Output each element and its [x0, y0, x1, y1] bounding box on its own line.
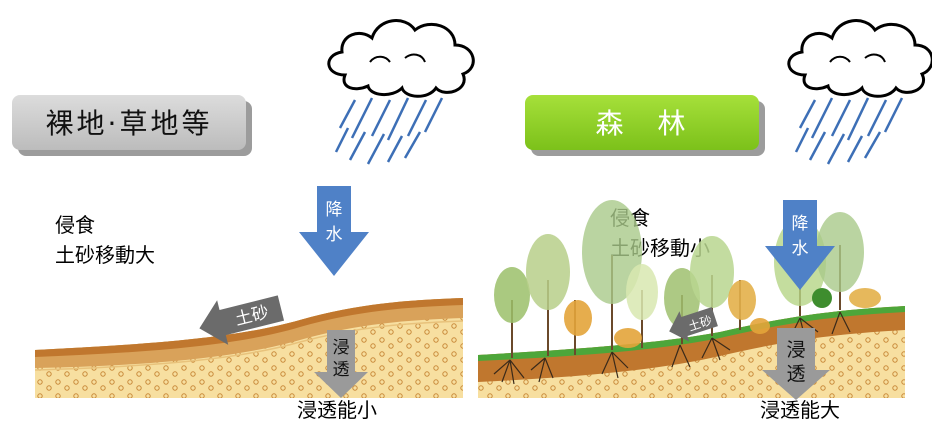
right-panel: 森 林 侵食 土砂移動小	[478, 19, 932, 421]
infiltration-capacity-large-label: 浸透能大	[760, 398, 840, 421]
infiltration-arrow-label-2: 透	[333, 360, 350, 380]
infiltration-arrow-label-1: 浸	[333, 338, 350, 358]
infiltration-arrow-label-2: 透	[786, 363, 805, 385]
precipitation-arrow: 降 水	[299, 186, 369, 276]
precipitation-arrow-label-1: 降	[792, 214, 809, 234]
forest-badge: 森 林	[525, 95, 765, 156]
left-panel: 裸地·草地等 侵食 土砂移動大	[12, 19, 475, 421]
infiltration-arrow: 浸 透	[762, 328, 830, 400]
precipitation-arrow-label-2: 水	[792, 239, 809, 259]
infiltration-capacity-small-label: 浸透能小	[297, 398, 377, 421]
bare-ground-title: 裸地·草地等	[46, 107, 213, 140]
precipitation-arrow: 降 水	[765, 200, 835, 290]
infiltration-arrow-label-1: 浸	[786, 339, 805, 361]
bare-ground-badge: 裸地·草地等	[12, 95, 252, 156]
rain-cloud-icon	[327, 19, 475, 165]
erosion-label: 侵食	[55, 213, 95, 237]
sediment-movement-large-label: 土砂移動大	[55, 243, 155, 267]
sediment-flow-arrow: 土砂	[669, 307, 718, 342]
rain-cloud-icon	[787, 19, 932, 165]
precipitation-arrow-label-1: 降	[326, 200, 343, 220]
sediment-flow-arrow: 土砂	[199, 295, 285, 345]
infiltration-arrow: 浸 透	[314, 330, 368, 398]
precipitation-arrow-label-2: 水	[326, 225, 343, 245]
forest-title: 森 林	[595, 107, 688, 140]
